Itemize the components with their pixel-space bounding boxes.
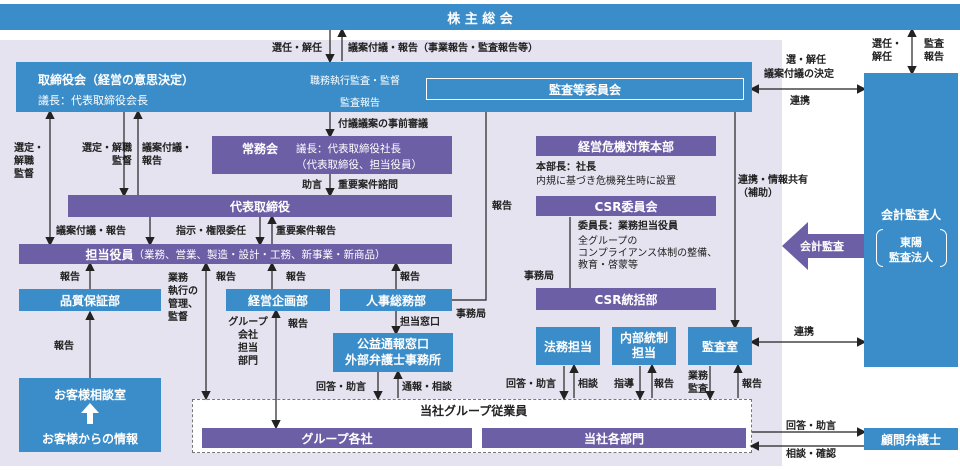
label-planning-report: 報告 bbox=[286, 272, 306, 283]
audit-arrow-label: 会計監査 bbox=[800, 240, 844, 253]
audit-arrow bbox=[782, 222, 864, 270]
planning-box: 経営企画部 bbox=[226, 289, 330, 311]
label-coordination: 連携 bbox=[790, 96, 810, 107]
quality-box: 品質保証部 bbox=[19, 289, 161, 311]
label-report2: 監査報告 bbox=[924, 39, 944, 63]
group-companies-box: グループ各社 bbox=[202, 428, 472, 448]
label-legal-answer: 回答・助言 bbox=[506, 379, 556, 390]
label-agenda-report2: 議案付議・報告 bbox=[56, 226, 126, 237]
auditor-firm: 東陽監査法人 bbox=[889, 236, 933, 264]
label-biz-audit: 業務監査 bbox=[688, 371, 708, 395]
label-group-dept: グループ会社担当部門 bbox=[228, 317, 268, 367]
managing-committee: 常務会 議長：代表取締役社長 （代表取締役、担当役員） bbox=[212, 136, 452, 174]
csr-committee-box: CSR委員会 bbox=[536, 196, 716, 216]
label-lawyer-answer: 回答・助言 bbox=[786, 421, 836, 432]
officers-box: 担当役員 （業務、営業、製造・設計・工務、新事業・新商品） bbox=[19, 244, 452, 264]
label-planning-report2: 報告 bbox=[288, 319, 308, 330]
officers-sub: （業務、営業、製造・設計・工務、新事業・新商品） bbox=[133, 248, 386, 261]
label-info-share: 連携・情報共有（補助） bbox=[738, 175, 808, 199]
auditor-title: 会計監査人 bbox=[880, 208, 941, 222]
label-elect-dismiss: 選・解任 bbox=[786, 55, 826, 66]
label-biz-report: 報告 bbox=[216, 272, 236, 283]
customer-title: お客様相談室 bbox=[53, 388, 126, 402]
label-audit-office-report: 報告 bbox=[742, 379, 762, 390]
label-legal-consult: 相談 bbox=[578, 379, 598, 390]
crisis-head: 本部長：社長 bbox=[536, 162, 596, 173]
label-hr-report: 報告 bbox=[400, 272, 420, 283]
label-quality-report: 報告 bbox=[60, 272, 80, 283]
board-oversight-label: 職務執行監査・監督 bbox=[310, 76, 400, 87]
csr-committee-desc: 全グループのコンプライアンス体制の整備、教育・啓蒙等 bbox=[578, 236, 718, 271]
label-instruct: 指示・権限委任 bbox=[176, 226, 246, 237]
label-prior-review: 付議議案の事前審議 bbox=[338, 119, 428, 130]
officers-title: 担当役員 bbox=[85, 247, 134, 262]
label-contact: 担当窓口 bbox=[400, 317, 440, 328]
label-notify: 通報・相談 bbox=[402, 382, 452, 393]
label-select-dismiss2: 選定・解職監督 bbox=[82, 143, 132, 167]
csr-committee-chair: 委員長：業務担当役員 bbox=[578, 221, 678, 232]
label-agenda: 議案付議・報告（事業報告・監査報告等） bbox=[348, 43, 538, 54]
board-title: 取締役会（経営の意思決定） bbox=[38, 73, 195, 87]
label-guide: 指導 bbox=[614, 379, 634, 390]
hr-box: 人事総務部 bbox=[340, 289, 452, 311]
label-elect2: 選任・解任 bbox=[872, 39, 902, 63]
label-agenda-decision: 議案付議の決定 bbox=[764, 69, 834, 80]
label-internal-report: 報告 bbox=[654, 379, 674, 390]
board-chair: 議長：代表取締役会長 bbox=[38, 94, 148, 107]
ceo-box: 代表取締役 bbox=[68, 195, 452, 217]
auditor-box: 会計監査人 東陽監査法人 bbox=[864, 73, 958, 367]
label-audit-coordination: 連携 bbox=[794, 327, 814, 338]
managing-members: （代表取締役、担当役員） bbox=[296, 159, 422, 171]
company-depts-box: 当社各部門 bbox=[482, 428, 746, 448]
managing-title: 常務会 bbox=[242, 142, 279, 156]
label-quality-report2: 報告 bbox=[54, 341, 74, 352]
up-arrow-icon bbox=[81, 403, 99, 413]
lawyer-box: 顧問弁護士 bbox=[864, 428, 958, 450]
audit-committee: 監査等委員会 bbox=[426, 78, 744, 100]
label-important: 重要案件諮問 bbox=[338, 180, 398, 191]
label-agenda-report: 議案付議・報告 bbox=[142, 143, 192, 167]
label-important-report: 重要案件報告 bbox=[276, 226, 336, 237]
customer-box: お客様相談室 お客様からの情報 bbox=[19, 378, 161, 452]
label-advice: 助言 bbox=[302, 180, 322, 191]
shareholders-meeting: 株 主 総 会 bbox=[0, 4, 960, 30]
label-business-mgmt: 業務執行の管理、監督 bbox=[168, 273, 198, 323]
label-lawyer-consult: 相談・確認 bbox=[786, 449, 836, 460]
employees-title: 当社グループ従業員 bbox=[420, 404, 528, 418]
label-hr-secretariat: 事務局 bbox=[456, 309, 486, 320]
legal-box: 法務担当 bbox=[536, 327, 600, 365]
whistle-box: 公益通報窓口外部弁護士事務所 bbox=[333, 333, 453, 372]
label-elect: 選任・解任 bbox=[272, 43, 322, 54]
audit-office-box: 監査室 bbox=[688, 327, 752, 365]
internal-control-box: 内部統制担当 bbox=[612, 327, 676, 365]
crisis-note: 内規に基づき危機発生時に設置 bbox=[536, 176, 676, 187]
label-answer: 回答・助言 bbox=[316, 382, 366, 393]
label-csr-secretariat: 事務局 bbox=[524, 271, 554, 282]
crisis-box: 経営危機対策本部 bbox=[536, 136, 716, 156]
csr-office-box: CSR統括部 bbox=[536, 288, 716, 310]
board-report-label: 監査報告 bbox=[340, 98, 380, 109]
label-select-dismiss: 選定・解職監督 bbox=[14, 143, 44, 180]
customer-info: お客様からの情報 bbox=[41, 432, 138, 446]
managing-chair: 議長：代表取締役社長 bbox=[296, 143, 401, 155]
label-report-ac: 報告 bbox=[492, 201, 512, 212]
